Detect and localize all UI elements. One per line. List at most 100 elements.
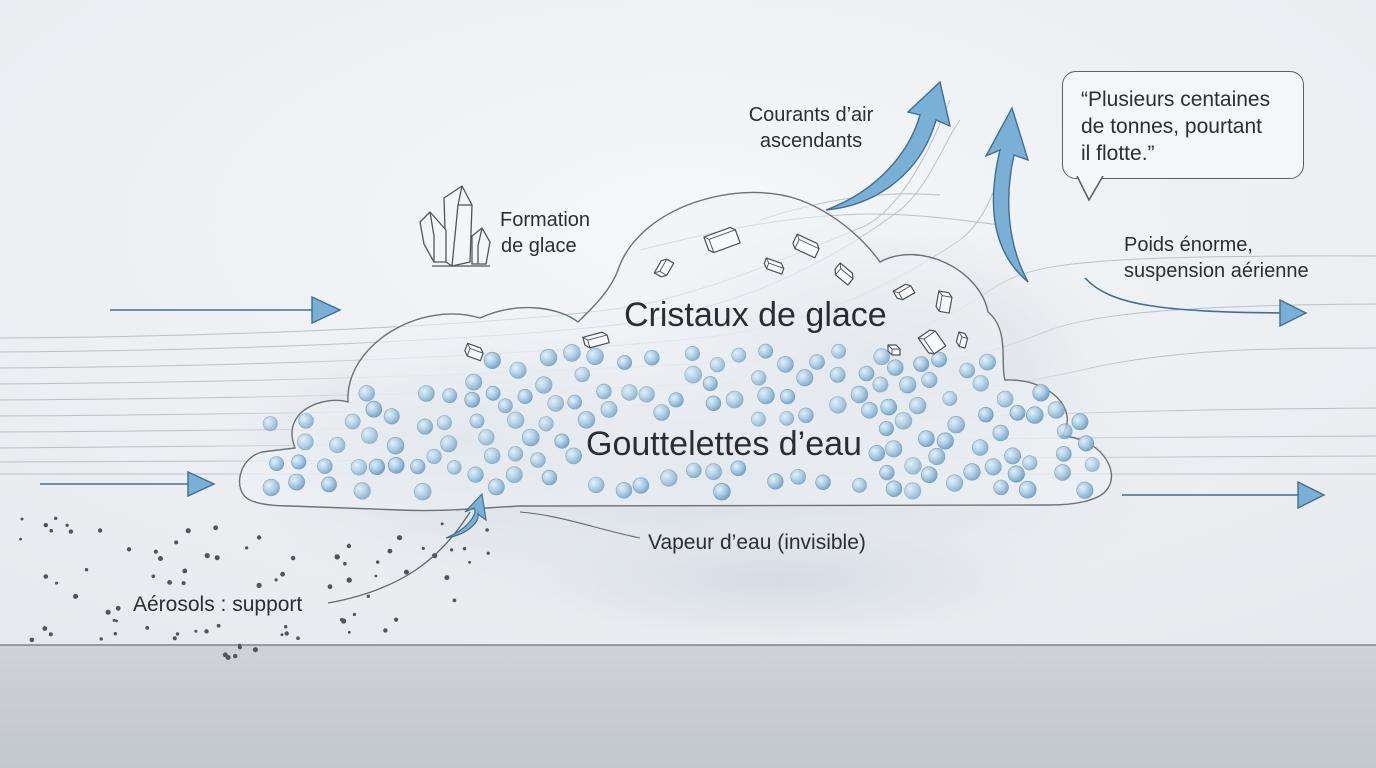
aerosol-particle-icon	[383, 628, 388, 633]
aerosol-particle-icon	[347, 630, 351, 634]
water-droplet-icon	[485, 385, 501, 401]
updraft-arrow	[984, 106, 1030, 283]
aerosol-pointer-line	[327, 511, 471, 604]
water-droplet-icon	[660, 469, 678, 487]
aerosol-particle-icon	[256, 582, 262, 589]
water-droplet-icon	[517, 388, 533, 404]
aerosol-particle-icon	[485, 528, 489, 532]
water-droplet-icon	[361, 427, 378, 445]
ice-crystal-icon	[792, 233, 820, 259]
ice-crystal-icon	[955, 331, 969, 349]
aerosol-particle-icon	[54, 516, 58, 520]
ice-formation-label: Formation de glace	[500, 207, 590, 259]
water-droplet-icon	[577, 411, 596, 429]
water-droplet-icon	[725, 390, 744, 409]
aerosol-particle-icon	[352, 612, 356, 617]
water-droplet-icon	[1047, 401, 1065, 419]
aerosol-particle-icon	[403, 569, 409, 575]
water-droplet-icon	[417, 385, 435, 402]
water-droplet-icon	[621, 384, 638, 401]
aerosol-particle-icon	[105, 609, 111, 615]
water-droplet-icon	[931, 351, 947, 368]
aerosol-particle-icon	[245, 546, 249, 550]
aerosol-particle-icon	[280, 633, 284, 637]
water-droplet-icon	[705, 463, 722, 481]
aerosol-particle-icon	[346, 543, 352, 549]
water-droplet-icon	[942, 391, 958, 406]
water-droplet-icon	[852, 477, 867, 493]
water-droplet-icon	[1018, 480, 1037, 499]
aerosol-particle-icon	[284, 631, 289, 636]
quote-bubble-tail	[1076, 176, 1104, 202]
water-droplet-icon	[353, 482, 371, 500]
ice-crystals	[464, 226, 969, 362]
aerosol-particle-icon	[49, 528, 53, 533]
water-droplet-icon	[993, 479, 1009, 496]
water-droplet-icon	[751, 411, 766, 427]
aerosol-particle-icon	[486, 551, 490, 555]
water-droplet-icon	[709, 357, 726, 373]
mist-cloud	[480, 510, 1080, 650]
water-droplet-icon	[530, 452, 546, 468]
water-droplet-icon	[644, 350, 660, 366]
water-droplet-icon	[587, 476, 605, 494]
water-droplet-icon	[758, 343, 774, 359]
water-droplet-icon	[858, 365, 875, 382]
aerosol-particle-icon	[256, 535, 262, 540]
water-droplet-icon	[329, 436, 346, 454]
aerosol-particle-icon	[29, 637, 35, 643]
water-droplet-icon	[668, 392, 684, 408]
water-droplet-icon	[1078, 435, 1095, 452]
aerosol-particle-icon	[225, 655, 231, 660]
horizontal-arrow	[1122, 480, 1326, 510]
water-droplet-icon	[963, 463, 981, 481]
aerosol-particle-icon	[366, 594, 370, 598]
water-droplet-icon	[1032, 384, 1050, 402]
water-droplet-icon	[1084, 457, 1100, 472]
water-droplet-icon	[298, 413, 314, 429]
water-droplet-icon	[873, 348, 891, 366]
ice-crystal-icon	[582, 331, 610, 349]
water-droplet-icon	[653, 404, 671, 421]
water-droplet-icon	[702, 376, 718, 392]
aerosol-particle-icon	[204, 553, 210, 559]
quote-text: “Plusieurs centaines de tonnes, pourtant…	[1081, 86, 1270, 167]
water-droplet-icon	[296, 433, 314, 451]
aerosol-particle-icon	[55, 581, 58, 585]
water-droplet-icon	[497, 398, 513, 414]
water-droplet-icon	[868, 445, 885, 462]
water-droplet-icon	[368, 458, 386, 476]
water-droplet-icon	[1076, 481, 1094, 499]
water-droplet-icon	[798, 407, 814, 423]
water-droplet-icon	[684, 365, 703, 384]
water-droplet-icon	[971, 439, 989, 456]
aerosol-particle-icon	[20, 517, 24, 521]
water-droplet-icon	[387, 456, 405, 474]
water-droplet-icon	[885, 480, 903, 497]
water-droplet-icon	[921, 371, 938, 388]
water-droplet-icon	[879, 465, 895, 481]
water-droplet-icon	[1054, 464, 1071, 481]
aerosol-particle-icon	[112, 618, 116, 622]
ice-crystal-icon	[653, 258, 675, 278]
aerosol-particle-icon	[387, 548, 393, 554]
water-droplets-label: Gouttelettes d’eau	[586, 425, 862, 463]
aerosol-particle-icon	[65, 523, 69, 527]
water-droplet-icon	[446, 460, 462, 475]
aerosol-particle-icon	[73, 593, 79, 599]
quote-line: il flotte.”	[1081, 142, 1155, 165]
water-droplet-icon	[596, 383, 612, 400]
aerosol-particle-icon	[145, 626, 150, 630]
aerosol-particle-icon	[280, 571, 285, 577]
aerosol-particle-icon	[214, 555, 220, 561]
water-droplet-icon	[507, 411, 525, 429]
crystal-cluster-icon	[419, 185, 491, 267]
water-droplet-icon	[1026, 406, 1044, 424]
aerosol-particle-icon	[296, 636, 300, 640]
aerosol-particle-icon	[327, 584, 333, 590]
water-droplet-icon	[507, 446, 524, 462]
aerosol-particle-icon	[113, 632, 118, 636]
water-droplet-icon	[885, 440, 903, 458]
water-droplet-icon	[535, 376, 553, 394]
water-droplet-icon	[509, 361, 527, 379]
